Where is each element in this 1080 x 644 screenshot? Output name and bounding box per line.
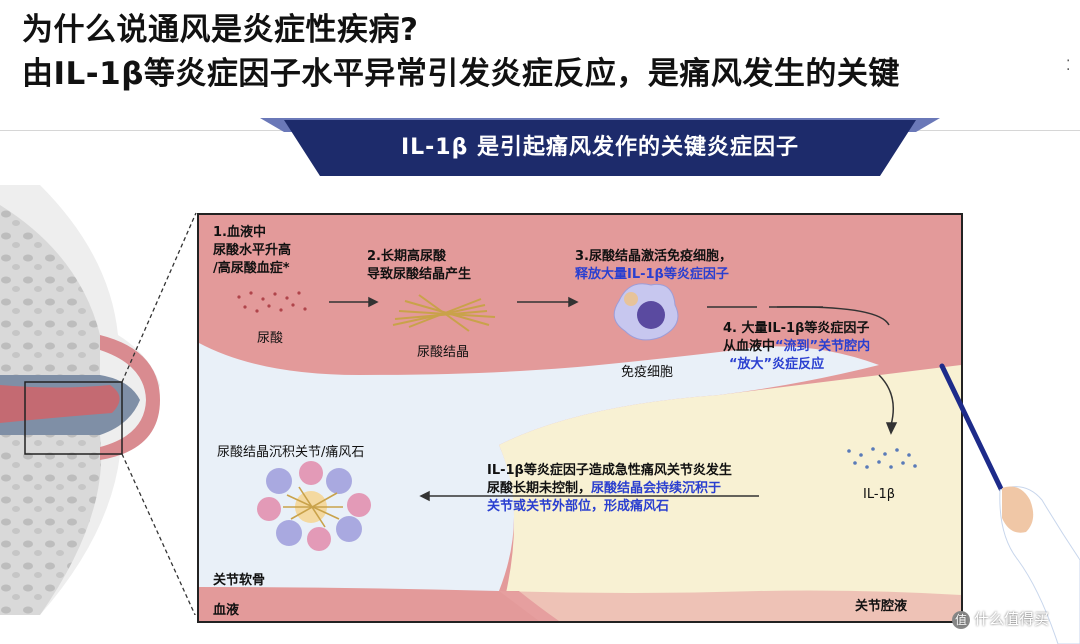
- step-4-line-2b: “流到”关节腔内: [775, 339, 871, 354]
- watermark-text: 什么值得买: [974, 610, 1050, 628]
- step-4-line-2a: 从血液中: [723, 339, 776, 354]
- il1b-label: IL-1β: [863, 487, 896, 502]
- joint-anatomy-illustration: [0, 185, 197, 615]
- step-5-line-2a: 尿酸长期未控制，: [487, 481, 592, 496]
- uric-acid-label: 尿酸: [257, 331, 284, 346]
- edge-mark-icon: ⁚: [1066, 58, 1071, 74]
- step-1-line-3: /高尿酸血症*: [213, 261, 290, 276]
- step-2-line-2: 导致尿酸结晶产生: [367, 267, 472, 282]
- step-5-line-2b: 尿酸结晶会持续沉积于: [591, 481, 722, 496]
- cartilage-label: 关节软骨: [213, 573, 266, 588]
- step-5-line-1: IL-1β等炎症因子造成急性痛风关节炎发生: [487, 463, 732, 478]
- panel-background: [199, 215, 961, 621]
- il1b-dots: [847, 447, 917, 469]
- page-title-line-1: 为什么说通风是炎症性疾病?: [22, 12, 419, 48]
- step-4-line-2: 从血液中“流到”关节腔内: [723, 335, 870, 354]
- tophus-cluster: [257, 461, 371, 551]
- step-1-line-2: 尿酸水平升高: [213, 243, 292, 258]
- step-5-line-3: 关节或关节外部位，形成痛风石: [487, 499, 670, 514]
- pointer-stick-illustration: [939, 363, 1080, 644]
- uric-acid-dots: [237, 291, 307, 313]
- banner-shape: [260, 118, 940, 176]
- watermark-logo-icon: 值: [952, 610, 970, 629]
- step-4-line-3a: “放大”: [729, 357, 773, 372]
- watermark: 值什么值得买: [952, 608, 1049, 629]
- page-title-line-2: 由IL-1β等炎症因子水平异常引发炎症反应，是痛风发生的关键: [22, 56, 900, 92]
- step-4-line-3b: 炎症反应: [772, 357, 825, 372]
- step-4-line-1: 4. 大量IL-1β等炎症因子: [723, 321, 870, 336]
- step-2-line-1: 2.长期高尿酸: [367, 249, 446, 264]
- joint-fluid-label: 关节腔液: [855, 599, 908, 614]
- immune-cell: [613, 283, 679, 341]
- step-4-line-3: “放大”炎症反应: [729, 353, 824, 372]
- step-1-line-1: 1.血液中: [213, 225, 266, 240]
- gout-mechanism-panel: 1.血液中 尿酸水平升高 /高尿酸血症* 尿酸 2.长期高尿酸 导致尿酸结晶产生…: [197, 213, 963, 623]
- deposit-label: 尿酸结晶沉积关节/痛风石: [217, 445, 365, 460]
- urate-crystals: [392, 294, 496, 332]
- step-3-line-1: 3.尿酸结晶激活免疫细胞，: [575, 249, 732, 264]
- blood-label: 血液: [213, 603, 240, 618]
- crystal-label: 尿酸结晶: [417, 345, 470, 360]
- step-3-line-2: 释放大量IL-1β等炎症因子: [575, 267, 729, 282]
- banner-title: IL-1β 是引起痛风发作的关键炎症因子: [400, 135, 800, 160]
- step-5-line-2: 尿酸长期未控制，尿酸结晶会持续沉积于: [487, 477, 721, 496]
- immune-cell-label: 免疫细胞: [621, 365, 674, 380]
